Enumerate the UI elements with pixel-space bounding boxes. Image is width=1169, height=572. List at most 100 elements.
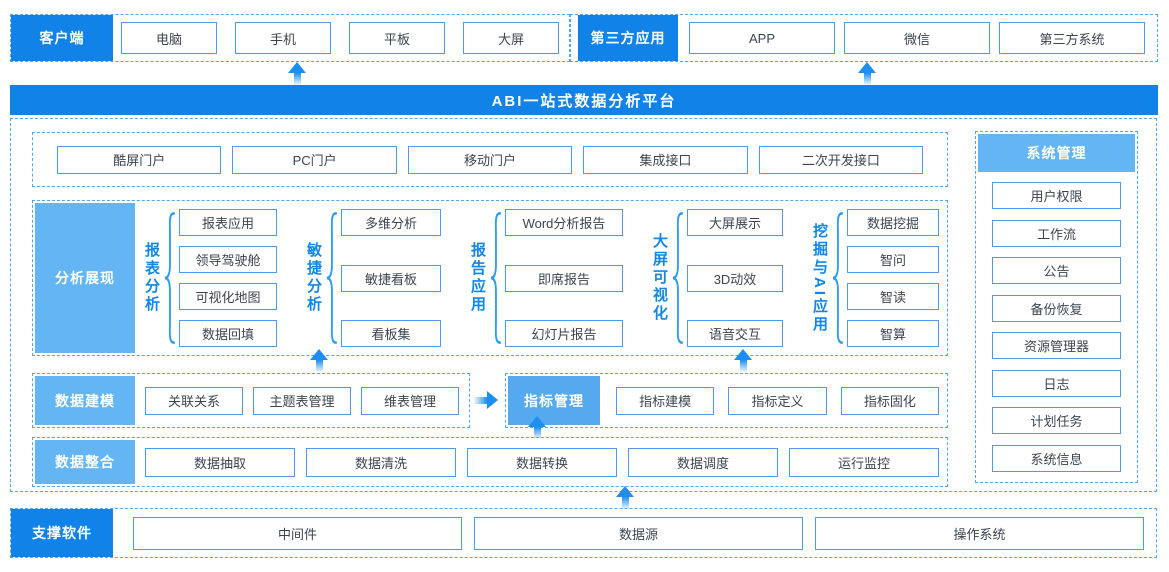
node-box: 大屏 bbox=[463, 22, 559, 54]
analysis-section: 分析展现 报表分析 报表应用 领导驾驶舱 可视化地图 数据回填 敏捷分析 多维分… bbox=[32, 200, 948, 356]
node-box: 看板集 bbox=[341, 320, 441, 347]
arrow-right-icon bbox=[474, 391, 498, 409]
node-box: 数据转换 bbox=[467, 447, 617, 477]
integration-label: 数据整合 bbox=[35, 440, 135, 484]
node-box: 二次开发接口 bbox=[758, 145, 924, 174]
node-box: 操作系统 bbox=[815, 516, 1144, 550]
group-title: 报表分析 bbox=[143, 242, 160, 314]
node-box: 工作流 bbox=[992, 219, 1121, 247]
node-box: PC门户 bbox=[232, 145, 397, 174]
node-box: 中间件 bbox=[133, 516, 462, 550]
metric-section: 指标管理 指标建模 指标定义 指标固化 bbox=[505, 373, 948, 428]
node-box: 可视化地图 bbox=[179, 283, 277, 310]
platform-container bbox=[10, 118, 1157, 492]
node-box: 语音交互 bbox=[687, 320, 783, 347]
system-section: 系统管理 用户权限 工作流 公告 备份恢复 资源管理器 日志 计划任务 系统信息 bbox=[975, 131, 1138, 483]
node-box: 运行监控 bbox=[789, 447, 939, 477]
node-box: 数据抽取 bbox=[145, 447, 295, 477]
node-box: 幻灯片报告 bbox=[505, 320, 623, 347]
integration-section: 数据整合 数据抽取 数据清洗 数据转换 数据调度 运行监控 bbox=[32, 437, 948, 487]
system-items: 用户权限 工作流 公告 备份恢复 资源管理器 日志 计划任务 系统信息 bbox=[992, 182, 1121, 472]
node-box: 指标固化 bbox=[840, 386, 939, 415]
analysis-label: 分析展现 bbox=[35, 203, 135, 353]
third-party-items: APP 微信 第三方系统 bbox=[689, 15, 1145, 61]
node-box: 智问 bbox=[847, 246, 939, 273]
node-box: 主题表管理 bbox=[253, 386, 351, 415]
node-box: 数据清洗 bbox=[306, 447, 456, 477]
system-label: 系统管理 bbox=[978, 134, 1135, 172]
analysis-group-agile: 敏捷分析 多维分析 敏捷看板 看板集 bbox=[305, 209, 441, 347]
node-box: 计划任务 bbox=[992, 407, 1121, 435]
metric-items: 指标建模 指标定义 指标固化 bbox=[616, 374, 939, 427]
node-box: 移动门户 bbox=[407, 145, 573, 174]
node-box: 数据源 bbox=[474, 516, 803, 550]
node-box: 集成接口 bbox=[583, 145, 748, 174]
node-box: 智读 bbox=[847, 283, 939, 310]
node-box: 公告 bbox=[992, 257, 1121, 285]
node-box: 数据调度 bbox=[628, 447, 778, 477]
arrow-up-icon bbox=[310, 349, 328, 372]
node-box: 智算 bbox=[847, 320, 939, 347]
node-box: 电脑 bbox=[121, 22, 217, 54]
node-box: 大屏展示 bbox=[687, 209, 783, 236]
support-section: 支撑软件 中间件 数据源 操作系统 bbox=[10, 508, 1157, 558]
portal-section: 酷屏门户 PC门户 移动门户 集成接口 二次开发接口 bbox=[32, 132, 948, 187]
group-title: 大屏可视化 bbox=[651, 233, 668, 323]
brace-icon bbox=[164, 212, 175, 344]
brace-icon bbox=[832, 212, 843, 344]
support-items: 中间件 数据源 操作系统 bbox=[133, 509, 1144, 557]
group-title: 挖掘与AI应用 bbox=[811, 222, 828, 334]
third-party-label: 第三方应用 bbox=[578, 15, 678, 61]
node-box: Word分析报告 bbox=[505, 209, 623, 236]
portal-items: 酷屏门户 PC门户 移动门户 集成接口 二次开发接口 bbox=[57, 133, 924, 186]
node-box: 即席报告 bbox=[505, 264, 623, 292]
brace-icon bbox=[672, 212, 683, 344]
modeling-section: 数据建模 关联关系 主题表管理 维表管理 bbox=[32, 373, 470, 428]
node-box: 领导驾驶舱 bbox=[179, 246, 277, 273]
brace-icon bbox=[490, 212, 501, 344]
node-box: 关联关系 bbox=[145, 386, 243, 415]
platform-banner: ABI一站式数据分析平台 bbox=[10, 85, 1158, 115]
node-box: 酷屏门户 bbox=[57, 145, 222, 174]
node-box: 3D动效 bbox=[687, 264, 783, 292]
node-box: 指标建模 bbox=[616, 386, 715, 415]
node-box: 多维分析 bbox=[341, 209, 441, 236]
node-box: 备份恢复 bbox=[992, 294, 1121, 322]
analysis-group-bigscreen: 大屏可视化 大屏展示 3D动效 语音交互 bbox=[651, 209, 783, 347]
node-box: 日志 bbox=[992, 369, 1121, 397]
analysis-group-ai: 挖掘与AI应用 数据挖掘 智问 智读 智算 bbox=[811, 209, 939, 347]
node-box: 敏捷看板 bbox=[341, 264, 441, 292]
node-box: 平板 bbox=[349, 22, 445, 54]
arrow-up-icon bbox=[734, 349, 752, 372]
node-box: 第三方系统 bbox=[999, 22, 1145, 54]
analysis-groups: 报表分析 报表应用 领导驾驶舱 可视化地图 数据回填 敏捷分析 多维分析 敏捷看… bbox=[143, 201, 939, 355]
node-box: 手机 bbox=[235, 22, 331, 54]
arrow-up-icon bbox=[528, 416, 546, 439]
modeling-label: 数据建模 bbox=[35, 376, 135, 425]
modeling-items: 关联关系 主题表管理 维表管理 bbox=[145, 374, 459, 427]
analysis-group-reporting: 报告应用 Word分析报告 即席报告 幻灯片报告 bbox=[469, 209, 623, 347]
node-box: 微信 bbox=[844, 22, 990, 54]
brace-icon bbox=[326, 212, 337, 344]
node-box: 系统信息 bbox=[992, 444, 1121, 472]
analysis-group-report: 报表分析 报表应用 领导驾驶舱 可视化地图 数据回填 bbox=[143, 209, 277, 347]
group-title: 报告应用 bbox=[469, 242, 486, 314]
client-section: 客户端 电脑 手机 平板 大屏 bbox=[10, 14, 570, 62]
support-label: 支撑软件 bbox=[11, 509, 113, 557]
client-label: 客户端 bbox=[11, 15, 113, 61]
group-title: 敏捷分析 bbox=[305, 242, 322, 314]
node-box: 维表管理 bbox=[361, 386, 459, 415]
node-box: 资源管理器 bbox=[992, 332, 1121, 360]
arrow-up-icon bbox=[858, 62, 876, 85]
metric-label: 指标管理 bbox=[508, 376, 600, 425]
node-box: 用户权限 bbox=[992, 182, 1121, 209]
third-party-section: 第三方应用 APP 微信 第三方系统 bbox=[570, 14, 1158, 62]
node-box: APP bbox=[689, 22, 835, 54]
arrow-up-icon bbox=[288, 62, 306, 85]
node-box: 指标定义 bbox=[728, 386, 827, 415]
node-box: 数据回填 bbox=[179, 320, 277, 347]
node-box: 报表应用 bbox=[179, 209, 277, 236]
integration-items: 数据抽取 数据清洗 数据转换 数据调度 运行监控 bbox=[145, 438, 939, 486]
arrow-up-icon bbox=[616, 486, 634, 509]
